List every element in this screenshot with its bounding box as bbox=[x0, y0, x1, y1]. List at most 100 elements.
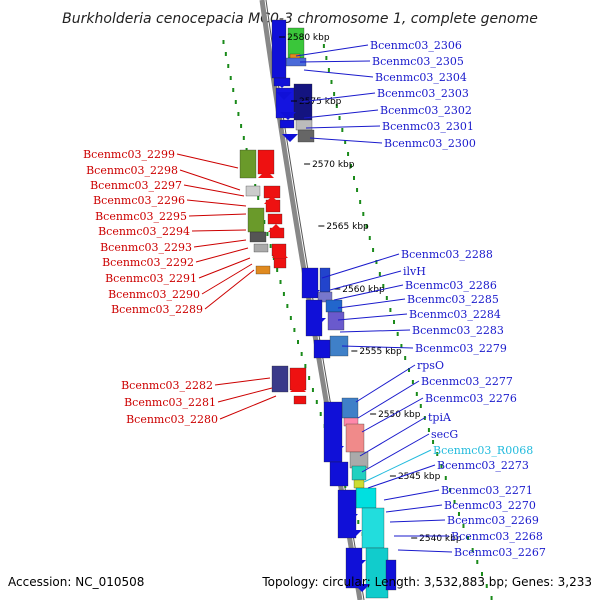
guide-dot bbox=[353, 176, 356, 180]
gene-block bbox=[271, 365, 289, 393]
label-connector bbox=[357, 380, 420, 419]
gene-label-right: Bcenmc03_2304 bbox=[375, 71, 467, 84]
guide-dot bbox=[375, 260, 378, 264]
gene-block bbox=[253, 243, 269, 253]
guide-dot bbox=[257, 196, 260, 200]
guide-dot bbox=[357, 520, 360, 524]
guide-dot bbox=[279, 280, 282, 284]
guide-dot bbox=[269, 244, 272, 248]
gene-block bbox=[255, 265, 271, 275]
label-connector bbox=[383, 489, 440, 501]
guide-dot bbox=[300, 352, 303, 356]
guide-dot bbox=[453, 500, 456, 504]
guide-dot bbox=[333, 92, 336, 96]
kbp-label: 2555 kbp bbox=[359, 347, 402, 357]
kbp-label: 2560 kbp bbox=[342, 285, 385, 295]
guide-dot bbox=[308, 376, 311, 380]
gene-label-right: Bcenmc03_2288 bbox=[401, 248, 493, 261]
gene-label-right: tpiA bbox=[428, 411, 452, 424]
guide-dot bbox=[344, 140, 347, 144]
gene-block bbox=[345, 423, 365, 453]
gene-label-right: Bcenmc03_2277 bbox=[421, 375, 513, 388]
guide-dot bbox=[304, 364, 307, 368]
kbp-label: 2550 kbp bbox=[378, 410, 421, 420]
gene-label-right: Bcenmc03_2284 bbox=[409, 308, 501, 321]
guide-dot bbox=[365, 224, 368, 228]
guide-dot bbox=[382, 284, 385, 288]
guide-dot bbox=[400, 344, 403, 348]
gene-label-left: Bcenmc03_2282 bbox=[121, 379, 213, 392]
kbp-label: 2570 kbp bbox=[312, 160, 355, 170]
gene-label-right: Bcenmc03_2286 bbox=[405, 279, 497, 292]
label-connector bbox=[355, 364, 416, 403]
strand-arrow bbox=[346, 530, 362, 538]
label-connector bbox=[341, 345, 414, 349]
gene-label-left: Bcenmc03_2296 bbox=[93, 194, 185, 207]
label-connector bbox=[186, 199, 247, 207]
gene-label-left: Bcenmc03_2281 bbox=[124, 396, 216, 409]
gene-block bbox=[341, 397, 359, 419]
label-connector bbox=[397, 549, 453, 553]
label-connector bbox=[337, 298, 406, 309]
label-connector bbox=[219, 395, 277, 420]
gene-block bbox=[249, 231, 267, 243]
gene-label-left: Bcenmc03_2294 bbox=[98, 225, 190, 238]
gene-block bbox=[349, 451, 369, 469]
strand-arrow bbox=[282, 134, 298, 142]
guide-dot bbox=[372, 248, 375, 252]
label-connector bbox=[198, 257, 251, 279]
gene-label-right: Bcenmc03_2269 bbox=[447, 514, 539, 527]
guide-dot bbox=[427, 428, 430, 432]
gene-block bbox=[365, 547, 389, 599]
gene-label-right: Bcenmc03_2302 bbox=[380, 104, 472, 117]
gene-block bbox=[353, 479, 365, 489]
guide-dot bbox=[286, 304, 289, 308]
label-connector bbox=[183, 184, 245, 197]
strand-arrow bbox=[276, 92, 292, 100]
gene-block bbox=[273, 257, 287, 269]
guide-dot bbox=[227, 64, 230, 68]
guide-dot bbox=[229, 76, 232, 80]
gene-block bbox=[345, 547, 363, 589]
label-connector bbox=[191, 229, 247, 232]
gene-label-left: Bcenmc03_2297 bbox=[90, 179, 182, 192]
label-connector bbox=[361, 397, 424, 433]
label-connector bbox=[214, 377, 271, 386]
strand-arrow bbox=[354, 584, 370, 592]
guide-dot bbox=[347, 152, 350, 156]
guide-dot bbox=[362, 212, 365, 216]
gene-label-right: Bcenmc03_2273 bbox=[437, 459, 529, 472]
label-connector bbox=[361, 433, 430, 473]
gene-block bbox=[317, 291, 333, 303]
guide-dot bbox=[368, 236, 371, 240]
accession-text: Accession: NC_010508 bbox=[8, 575, 144, 589]
guide-dot bbox=[350, 164, 353, 168]
gene-label-right: Bcenmc03_2267 bbox=[454, 546, 546, 559]
guide-dot bbox=[408, 368, 411, 372]
label-connector bbox=[305, 125, 381, 129]
strand-arrow bbox=[338, 496, 354, 504]
guide-dot bbox=[480, 572, 483, 576]
guide-dot bbox=[359, 200, 362, 204]
label-connector bbox=[299, 60, 371, 63]
guide-dot bbox=[341, 128, 344, 132]
label-connector bbox=[193, 239, 247, 248]
gene-label-right: Bcenmc03_2270 bbox=[444, 499, 536, 512]
strand-arrow bbox=[304, 290, 320, 298]
gene-label-left: Bcenmc03_2293 bbox=[100, 241, 192, 254]
gene-block bbox=[351, 465, 367, 481]
gene-block bbox=[385, 559, 397, 591]
guide-dot bbox=[315, 400, 318, 404]
guide-dot bbox=[385, 296, 388, 300]
kbp-label: 2545 kbp bbox=[398, 472, 441, 482]
strand-arrow bbox=[324, 430, 340, 438]
gene-block bbox=[325, 299, 343, 313]
strand-arrow bbox=[328, 446, 344, 454]
strand-arrow bbox=[280, 112, 296, 120]
label-connector bbox=[299, 92, 376, 103]
guide-dot bbox=[411, 380, 414, 384]
gene-label-right: secG bbox=[431, 428, 458, 441]
kbp-label: 2575 kbp bbox=[299, 97, 342, 107]
kbp-label: 2565 kbp bbox=[326, 222, 369, 232]
